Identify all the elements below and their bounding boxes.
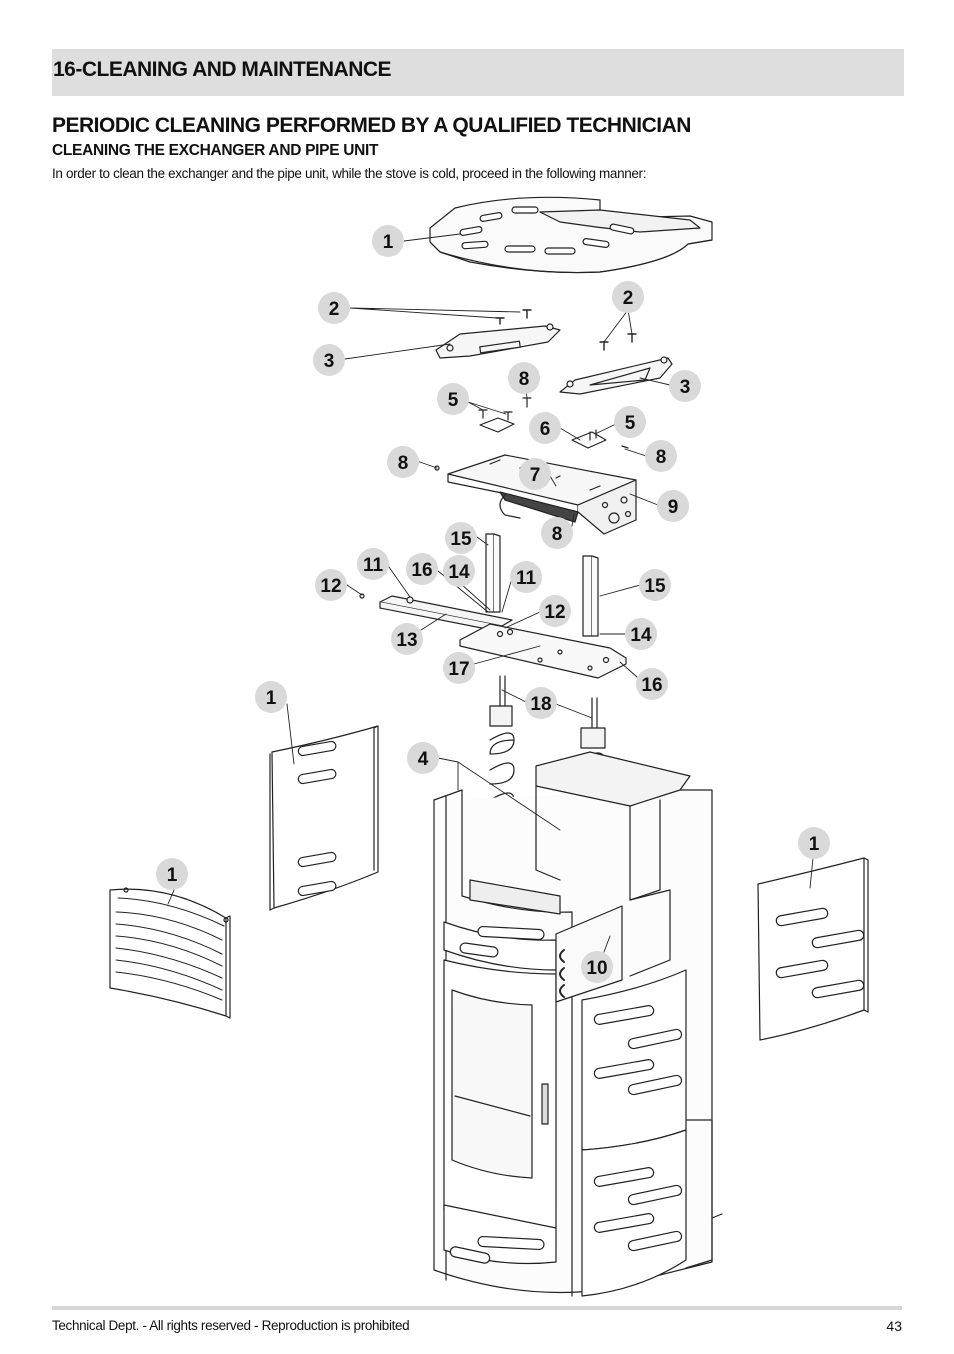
callout-label: 6 — [540, 419, 551, 440]
stove-body — [433, 751, 723, 1297]
exploded-diagram: 1 2 2 3 3 8 5 5 6 8 8 7 9 8 15 11 16 14 — [109, 196, 869, 1297]
bracket-right — [559, 356, 673, 395]
footer-divider — [52, 1306, 902, 1310]
section-header-bar: 16-CLEANING AND MAINTENANCE — [52, 49, 904, 96]
callout-label: 15 — [450, 529, 472, 550]
intro-text: In order to clean the exchanger and the … — [52, 166, 647, 181]
bracket-left — [435, 323, 561, 359]
callout-label: 8 — [552, 524, 563, 545]
small-fasteners — [434, 397, 629, 471]
vertical-tubes — [485, 533, 599, 637]
leader-lines — [167, 233, 815, 953]
callout-label: 10 — [586, 958, 607, 979]
part-callouts: 1 2 2 3 3 8 5 5 6 8 8 7 9 8 15 11 16 14 — [156, 225, 830, 983]
callout-label: 13 — [396, 630, 417, 651]
callout-label: 12 — [544, 602, 565, 623]
callout-label: 15 — [644, 576, 666, 597]
footer-text: Technical Dept. - All rights reserved - … — [52, 1318, 410, 1333]
callout-label: 9 — [668, 497, 679, 518]
callout-label: 17 — [448, 659, 469, 680]
callout-label: 5 — [625, 413, 636, 434]
callout-label: 1 — [809, 834, 820, 855]
callout-label: 16 — [641, 675, 662, 696]
callout-label: 4 — [418, 749, 429, 770]
callout-label: 11 — [516, 568, 537, 589]
side-panel-left — [269, 725, 379, 911]
callout-label: 1 — [167, 865, 178, 886]
callout-label: 18 — [530, 694, 551, 715]
callout-label: 3 — [680, 377, 691, 398]
front-grille-panel — [109, 887, 231, 1019]
callout-label: 1 — [383, 232, 394, 253]
base-plate — [459, 623, 627, 679]
callout-label: 3 — [324, 351, 335, 372]
callout-label: 7 — [530, 465, 541, 486]
callout-label: 2 — [329, 299, 340, 320]
page-number: 43 — [886, 1318, 902, 1334]
callout-label: 5 — [448, 390, 459, 411]
callout-label: 12 — [320, 576, 341, 597]
side-panel-right — [757, 857, 869, 1041]
callout-label: 14 — [448, 562, 470, 583]
callout-label: 8 — [656, 447, 667, 468]
callout-label: 8 — [398, 453, 409, 474]
page-subheading: CLEANING THE EXCHANGER AND PIPE UNIT — [52, 142, 379, 159]
callout-label: 2 — [623, 288, 634, 309]
callout-label: 16 — [411, 560, 432, 581]
top-cover — [429, 196, 713, 274]
section-title: 16-CLEANING AND MAINTENANCE — [53, 58, 392, 81]
callout-label: 14 — [630, 625, 652, 646]
callout-label: 8 — [519, 369, 530, 390]
callout-label: 11 — [363, 555, 384, 576]
callout-label: 1 — [266, 688, 277, 709]
page-heading: PERIODIC CLEANING PERFORMED BY A QUALIFI… — [52, 114, 691, 137]
